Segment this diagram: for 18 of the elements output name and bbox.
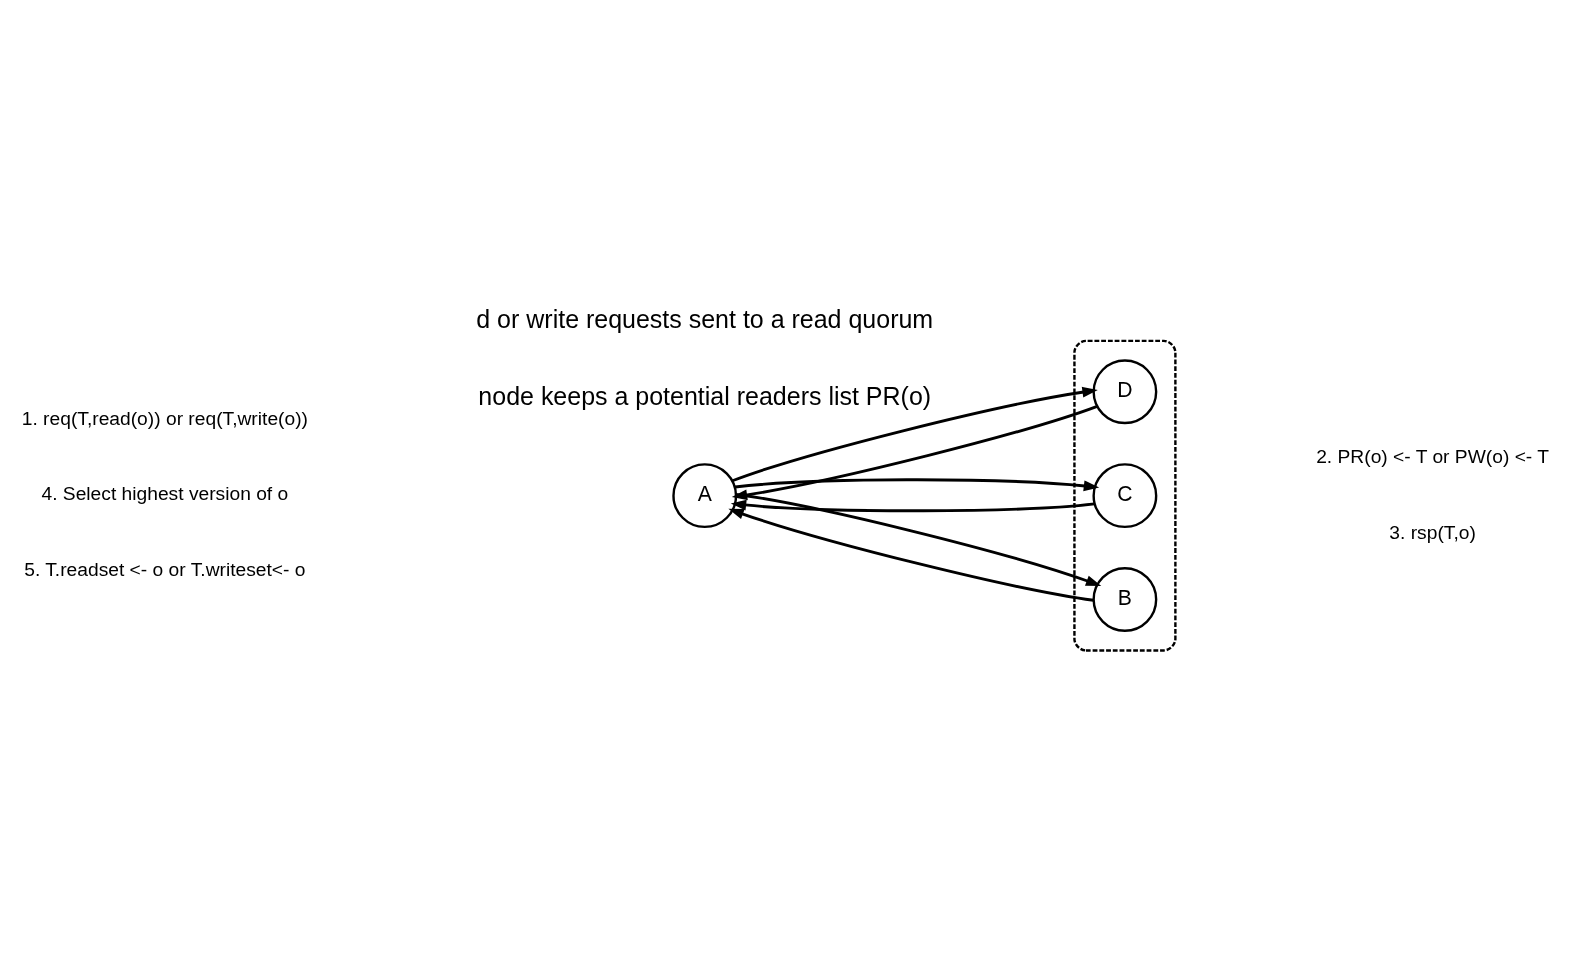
label: 2. PR(o) <- T or PW(o) <- T	[1316, 445, 1549, 467]
node-circle: B	[1092, 566, 1158, 632]
node-circle: D	[1092, 358, 1158, 424]
label: node keeps a potential readers list PR(o)	[478, 381, 932, 410]
arrow	[734, 477, 1100, 491]
arrow	[730, 499, 1095, 512]
label: 5. T.readset <- o or T.writeset<- o	[24, 558, 306, 580]
arrow	[732, 386, 1098, 482]
arrow	[728, 508, 1094, 602]
label: 1. req(T,read(o)) or req(T,write(o))	[21, 407, 308, 429]
label: d or write requests sent to a read quorum	[476, 304, 934, 333]
arrow	[731, 404, 1098, 500]
node-circle: C	[1092, 462, 1158, 528]
node-circle: A	[672, 462, 738, 528]
label: 3. rsp(T,o)	[1389, 521, 1476, 543]
arrow	[735, 492, 1102, 586]
cluster	[1073, 339, 1177, 652]
label: 4. Select highest version of o	[41, 482, 289, 504]
